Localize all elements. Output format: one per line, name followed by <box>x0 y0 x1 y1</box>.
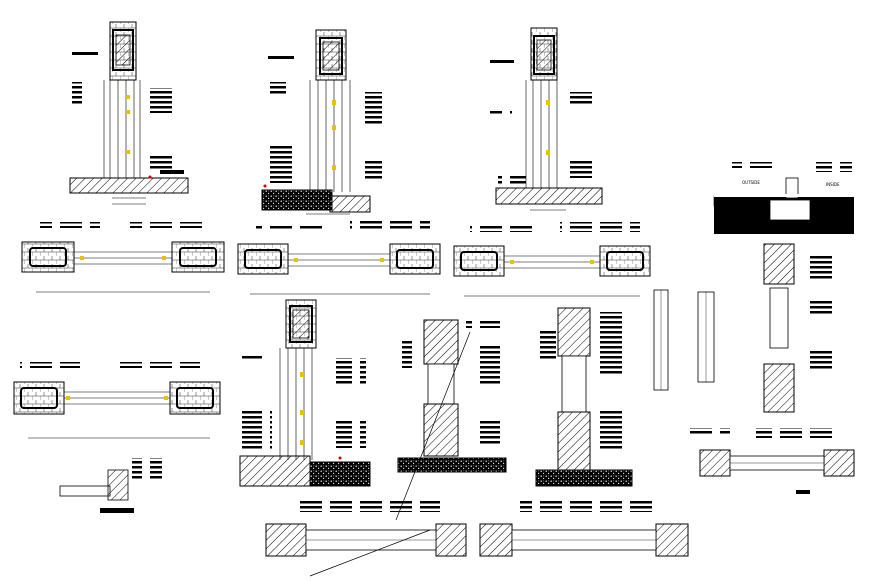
plan-section-bottom-1 <box>265 500 467 577</box>
vertical-section-d <box>239 299 371 487</box>
vertical-section-b <box>261 29 389 215</box>
vertical-section-e <box>395 319 507 521</box>
plan-section-right <box>690 428 855 494</box>
threshold-detail: OUTSIDE INSIDE <box>713 162 854 234</box>
plan-section-3 <box>453 222 651 297</box>
vertical-section-a <box>69 21 189 205</box>
plan-section-4 <box>13 362 221 439</box>
frame-detail-right <box>653 243 832 413</box>
vertical-section-c <box>490 27 603 211</box>
vertical-section-f <box>535 307 633 487</box>
small-corner-detail <box>59 458 162 513</box>
label-inside: INSIDE <box>826 182 840 187</box>
plan-section-1 <box>21 222 225 293</box>
plan-section-2 <box>237 220 441 295</box>
plan-section-bottom-2 <box>479 500 689 557</box>
label-outside: OUTSIDE <box>742 180 760 185</box>
